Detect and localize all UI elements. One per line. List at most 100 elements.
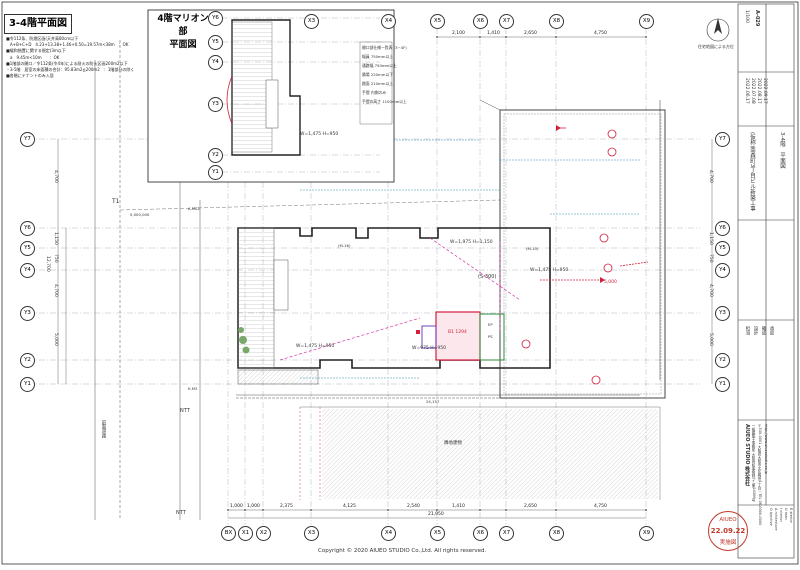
dim-right: 750 xyxy=(708,254,713,263)
site-label-t1: T1 xyxy=(112,198,120,205)
note-line: ■各階にテナントのみ入居 xyxy=(6,73,54,79)
grid-bubble-detail-y4: Y4 xyxy=(208,55,223,70)
grid-bubble-bottom-x5: X5 xyxy=(430,526,445,541)
grid-bubble-detail-y2: Y2 xyxy=(208,148,223,163)
site-label-ntt2: NTT xyxy=(176,510,186,516)
approval-stamp: AIUEO 22.09.22 実施図 xyxy=(708,511,748,551)
existing-building-upper-right xyxy=(479,99,666,399)
site-label-road: 前面道路 xyxy=(101,420,106,438)
grid-bubble-right-y1: Y1 xyxy=(715,377,730,392)
window-label: W=975 H=950 xyxy=(412,346,446,351)
dim-left: 5,000 xyxy=(53,333,58,346)
legend-key: 通路幅 xyxy=(362,63,374,68)
legend-key: 踊場 xyxy=(362,72,370,77)
title-office-info: http://www.aiueostudio.co.jp xyxy=(764,424,768,474)
room-label-toilet: B1 1294 xyxy=(448,330,467,335)
sheet-title: 3-4階平面図 xyxy=(4,14,72,34)
grid-bubble-left-y2: Y2 xyxy=(20,353,35,368)
grid-bubble-right-y6: Y6 xyxy=(715,221,730,236)
grid-bubble-right-y3: Y3 xyxy=(715,306,730,321)
detail-title-line2: 平面図 xyxy=(169,40,197,50)
dim-total-bottom: 21,950 xyxy=(428,512,444,517)
stamp-date: 22.09.22 xyxy=(710,527,746,535)
grid-bubble-top-x6: X6 xyxy=(473,14,488,29)
legend-row: 通路幅 750mm以上 xyxy=(362,63,397,69)
title-side-word: O bjective xyxy=(769,508,773,526)
stamp-bottom: 実施図 xyxy=(719,540,737,546)
grid-bubble-left-y4: Y4 xyxy=(20,263,35,278)
dim-bottom: 2,650 xyxy=(524,504,537,509)
dim-top: 1,410 xyxy=(487,31,500,36)
grid-bubble-left-y6: Y6 xyxy=(20,221,35,236)
detail-walls xyxy=(231,19,301,156)
grid-bubble-right-y4: Y4 xyxy=(715,263,730,278)
title-date: 2022.08.17 xyxy=(756,78,761,104)
title-staff: 確認 xyxy=(761,326,766,335)
note-line: ■令112条、防煙区画(天井高80cm以下 xyxy=(6,36,79,41)
title-project: (仮称)南森町3丁目ビル新築工事 xyxy=(749,132,755,212)
elevator-shaft xyxy=(273,259,289,311)
dim-top: 2,650 xyxy=(524,31,537,36)
detail-elevator xyxy=(265,79,279,129)
dim-left: 4,700 xyxy=(53,284,58,297)
grid-bubble-bottom-x7: X7 xyxy=(499,526,514,541)
site-label-ntt: NTT xyxy=(180,408,190,414)
legend-row: 手摺 内側のみ xyxy=(362,90,386,96)
title-drawing-no: A-029 xyxy=(754,10,760,27)
window-label: W=1,475 H=950 xyxy=(296,344,335,349)
grid-bubble-right-y7: Y7 xyxy=(715,132,730,147)
legend-table-box xyxy=(359,41,393,125)
grid-bubble-bottom-x6: X6 xyxy=(473,526,488,541)
room-label-ep: EP xyxy=(488,322,493,327)
notes-block: ■令112条、防煙区画(天井高80cm以下 A+B+C+D 4.23+13.38… xyxy=(6,36,156,79)
title-block-frame xyxy=(737,3,795,559)
grid-bubble-top-x3: X3 xyxy=(304,14,319,29)
legend-row: 踏面 210mm以上 xyxy=(362,81,393,87)
site-label-east: 5,000 xyxy=(604,280,617,285)
grid-bubble-detail-y6: Y6 xyxy=(208,11,223,26)
site-label-k: K.M3 xyxy=(188,386,198,391)
note-line: ■緩和措置に関する規定(3m以下 xyxy=(6,48,66,54)
room-label-sub1: (M-16) xyxy=(338,243,351,248)
detail-title-line1: 4階マリオン部 xyxy=(157,14,209,37)
title-side-word: E xterior xyxy=(789,508,793,523)
title-side-word: I nterior xyxy=(779,508,783,522)
north-arrow xyxy=(706,18,730,42)
staircase xyxy=(237,227,275,369)
dim-right: 5,000 xyxy=(708,333,713,346)
title-date: 2022.06.17 xyxy=(744,78,749,104)
dim-left: 12,700 xyxy=(45,256,50,272)
dimension-lines xyxy=(57,36,713,519)
dim-top: 2,100 xyxy=(452,31,465,36)
title-side-word: U rban xyxy=(784,508,788,520)
legend-val: 220mm以下 xyxy=(370,72,394,77)
grid-bubble-right-y2: Y2 xyxy=(715,353,730,368)
title-office: AIUEO STUDIO 株式会社 xyxy=(744,424,750,487)
detail-window-label: W=1,475 H=950 xyxy=(300,132,339,137)
grid-bubble-bottom-x4: X4 xyxy=(381,526,396,541)
title-staff: 担当 xyxy=(745,326,750,335)
window-label: W=1,975 H=1,150 xyxy=(450,240,493,245)
grid-bubble-detail-y5: Y5 xyxy=(208,35,223,50)
grid-bubble-bottom-x8: X8 xyxy=(549,526,564,541)
detail-title: 4階マリオン部 平面図 xyxy=(153,13,213,52)
grid-bubble-detail-y3: Y3 xyxy=(208,97,223,112)
north-label: 住宅地図による方位 xyxy=(698,44,734,49)
grid-bubble-top-x7: X7 xyxy=(499,14,514,29)
legend-row: 踊場 220mm以下 xyxy=(362,72,393,78)
dim-left: 1,150 xyxy=(53,232,58,245)
grid-bubble-bottom-x2: X2 xyxy=(256,526,271,541)
detail-red-curve xyxy=(226,75,233,125)
legend-key: 幅員 xyxy=(362,54,370,59)
legend-row: 手摺の高さ 1100mm以上 xyxy=(362,99,407,105)
dim-bottom: 4,750 xyxy=(594,504,607,509)
legend-table-title: 開口部仕様一覧表 (3~4F) xyxy=(362,45,407,50)
dim-bottom: 1,000 xyxy=(230,504,243,509)
site-label-am: A.MS2 xyxy=(188,206,200,211)
grid-bubble-top-x5: X5 xyxy=(430,14,445,29)
grid-bubble-bottom-x1: X1 xyxy=(238,526,253,541)
grid-bubble-left-y1: Y1 xyxy=(20,377,35,392)
dim-right: 1,150 xyxy=(708,232,713,245)
